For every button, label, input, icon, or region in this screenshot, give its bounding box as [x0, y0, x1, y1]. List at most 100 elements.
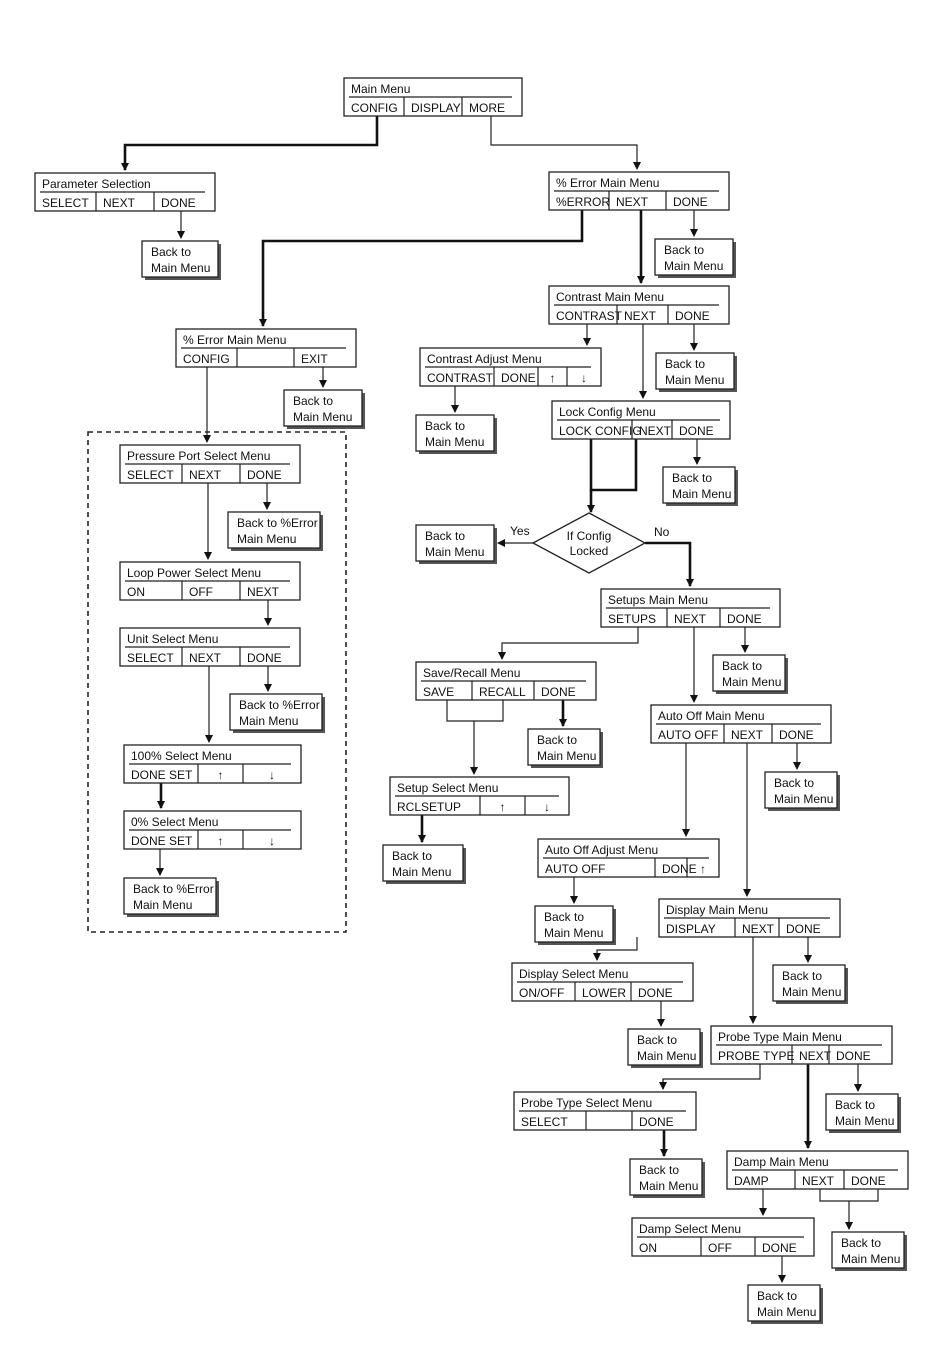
menu-option: NEXT — [799, 1049, 832, 1063]
back-label: Back to — [664, 243, 704, 257]
menu-option: DISPLAY — [666, 922, 716, 936]
connector-line — [259, 210, 584, 327]
connector-line — [498, 627, 639, 660]
connector-line — [87, 431, 347, 933]
menu-title: Main Menu — [351, 82, 410, 96]
menu-option: LOWER — [582, 986, 626, 1000]
menu-title: Contrast Adjust Menu — [427, 352, 542, 366]
back-label: Back to %Error — [133, 882, 214, 896]
menu-option: DONE — [675, 309, 710, 323]
menu-title: Damp Main Menu — [734, 1155, 829, 1169]
down-arrow-icon: ↓ — [544, 800, 550, 814]
connector-line — [446, 700, 504, 722]
decision-diamond — [531, 512, 647, 574]
connector-line — [819, 1189, 879, 1202]
box-frame — [382, 844, 464, 882]
menu-option: MORE — [469, 101, 505, 115]
box-frame — [747, 1284, 821, 1322]
back-label: Main Menu — [722, 675, 781, 689]
connectors — [87, 116, 879, 1283]
connector-line — [645, 541, 694, 587]
menu-title: Display Select Menu — [519, 967, 628, 981]
box-frame — [712, 654, 786, 692]
menu-option: NEXT — [802, 1174, 835, 1188]
menu-option: CONFIG — [183, 352, 230, 366]
menu-option: LOCK CONFIG — [559, 424, 642, 438]
menu-title: Loop Power Select Menu — [127, 566, 261, 580]
menu-option: NEXT — [616, 195, 649, 209]
menu-title: % Error Main Menu — [556, 176, 659, 190]
menu-title: Setup Select Menu — [397, 781, 498, 795]
menu-option: RCLSETUP — [397, 800, 461, 814]
menu-option: DONE SET — [131, 834, 193, 848]
menu-title: Parameter Selection — [42, 177, 151, 191]
menu-option: NEXT — [247, 585, 280, 599]
up-arrow-icon: ↑ — [218, 834, 224, 848]
box-frame — [831, 1231, 905, 1269]
menu-option: NEXT — [189, 468, 222, 482]
menu-option: DONE — [541, 685, 576, 699]
back-label: Main Menu — [665, 373, 724, 387]
menu-option: OFF — [708, 1241, 732, 1255]
menu-title: Unit Select Menu — [127, 632, 218, 646]
box-frame — [825, 1093, 899, 1131]
down-arrow-icon: ↓ — [269, 768, 275, 782]
back-label: Back to — [841, 1236, 881, 1250]
box-frame — [283, 389, 363, 427]
menu-option: DONE — [762, 1241, 797, 1255]
menu-option: CONFIG — [351, 101, 398, 115]
connector-line — [121, 116, 379, 171]
back-label: Main Menu — [392, 865, 451, 879]
back-label: Main Menu — [835, 1114, 894, 1128]
box-frame — [527, 728, 601, 766]
menu-option: DONE — [673, 195, 708, 209]
menu-option: DONE — [247, 651, 282, 665]
back-label: Main Menu — [544, 926, 603, 940]
down-arrow-icon: ↓ — [581, 371, 587, 385]
menu-option: NEXT — [674, 612, 707, 626]
decision-label: Locked — [570, 544, 609, 558]
menu-option: SELECT — [127, 651, 174, 665]
back-label: Main Menu — [774, 792, 833, 806]
menu-option: NEXT — [624, 309, 657, 323]
back-label: Main Menu — [237, 532, 296, 546]
box-frame — [415, 524, 495, 562]
back-label: Main Menu — [537, 749, 596, 763]
down-arrow-icon: ↓ — [269, 834, 275, 848]
menu-option: NEXT — [731, 728, 764, 742]
back-label: Main Menu — [664, 259, 723, 273]
back-label: Back to — [835, 1098, 875, 1112]
back-label: Back to — [672, 471, 712, 485]
box-frame — [654, 238, 734, 276]
back-label: Back to — [544, 910, 584, 924]
menu-title: 100% Select Menu — [131, 749, 232, 763]
menu-option: CONTRAST — [556, 309, 623, 323]
back-label: Main Menu — [425, 545, 484, 559]
menu-title: % Error Main Menu — [183, 333, 286, 347]
back-label: Main Menu — [757, 1305, 816, 1319]
menu-title: Damp Select Menu — [639, 1222, 741, 1236]
menu-title: 0% Select Menu — [131, 815, 218, 829]
up-arrow-icon: ↑ — [500, 800, 506, 814]
menu-option: DONE — [247, 468, 282, 482]
menu-option: SELECT — [127, 468, 174, 482]
box-frame — [141, 240, 219, 278]
